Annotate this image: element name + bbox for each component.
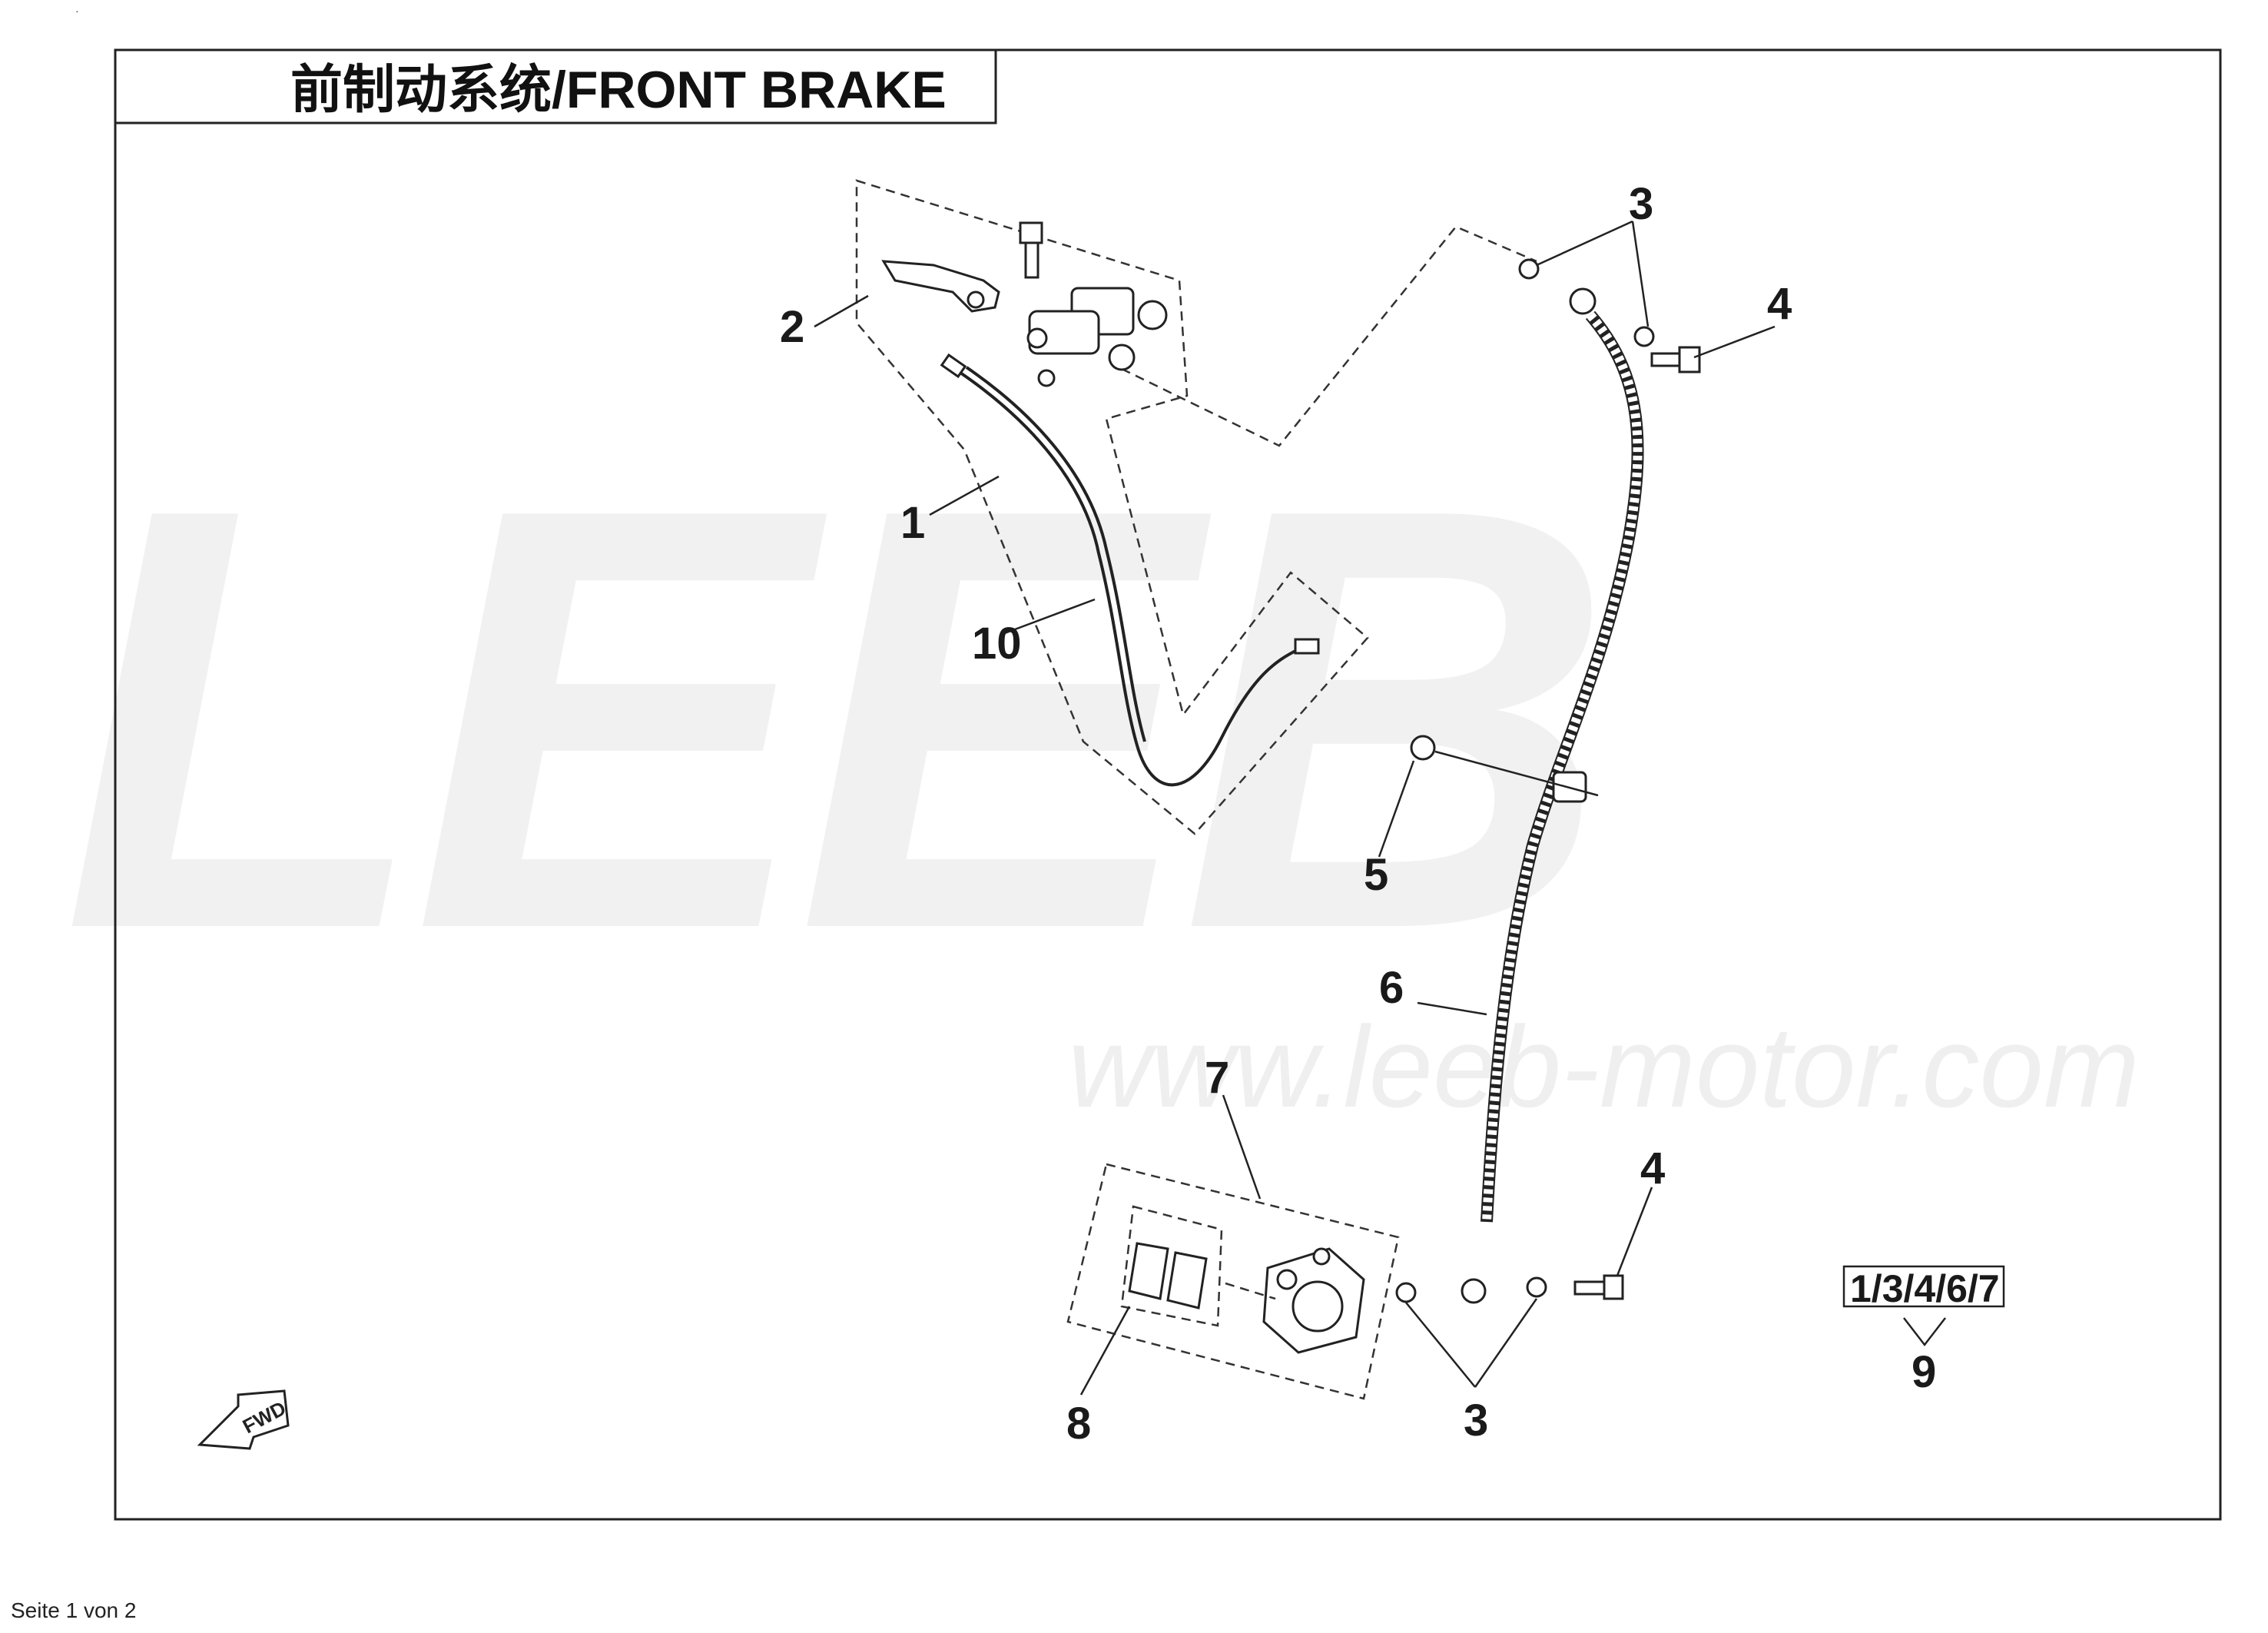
callout-7: 7 <box>1205 1053 1229 1103</box>
banjo-top <box>1569 287 1597 315</box>
callout-3-bottom: 3 <box>1464 1396 1488 1445</box>
callout-6: 6 <box>1379 963 1404 1013</box>
brake-switch-wire <box>940 353 1320 787</box>
callout-4-bottom: 4 <box>1640 1143 1665 1193</box>
watermark-url: www.leeb-motor.com <box>1068 1002 2140 1131</box>
title-box <box>114 48 997 124</box>
page-marker: · <box>75 5 79 17</box>
fwd-arrow-icon: FWD <box>197 1389 290 1450</box>
page-footer: Seite 1 von 2 <box>11 1598 137 1622</box>
lever-nut <box>1037 369 1056 387</box>
brake-lever <box>881 260 1000 313</box>
callout-5: 5 <box>1364 850 1388 900</box>
brake-pad-outline <box>1120 1205 1223 1327</box>
callout-1: 1 <box>900 498 925 548</box>
callout-9: 9 <box>1912 1347 1936 1397</box>
pivot-bolt <box>1019 221 1043 279</box>
watermark-logo: LEEB <box>61 384 1598 1054</box>
leader-lines <box>814 220 1946 1396</box>
banjo-bottom <box>1461 1278 1487 1304</box>
callout-8: 8 <box>1066 1399 1091 1449</box>
washer-top-2 <box>1633 326 1655 347</box>
caliper-group-outline <box>1066 1163 1400 1400</box>
callout-10: 10 <box>972 619 1022 669</box>
washer-bottom-1 <box>1395 1282 1417 1303</box>
banjo-bolt-bottom <box>1573 1274 1624 1300</box>
master-cylinder-group-outline <box>855 179 1369 835</box>
pad-to-caliper-guide <box>1225 1282 1276 1300</box>
clamp-bolt-axis <box>1434 750 1599 797</box>
washer-bottom-2 <box>1526 1276 1547 1298</box>
clamp-bolt <box>1410 735 1436 761</box>
kit-box <box>1842 1265 2005 1308</box>
kit-box-label: 1/3/4/6/7 <box>1850 1267 2000 1310</box>
brake-caliper <box>1262 1247 1365 1354</box>
hose-group-outline <box>1121 225 1537 447</box>
brake-hose <box>1480 310 1644 1223</box>
diagram-title: 前制动系统/FRONT BRAKE <box>290 61 947 119</box>
callout-3-top: 3 <box>1629 179 1653 229</box>
washer-top-1 <box>1518 258 1540 280</box>
brake-pads <box>1128 1242 1208 1309</box>
banjo-bolt-top <box>1650 346 1701 373</box>
callout-2: 2 <box>780 302 804 352</box>
diagram-frame <box>114 48 2222 1521</box>
master-cylinder <box>1026 287 1168 371</box>
callout-4-top: 4 <box>1767 279 1792 329</box>
